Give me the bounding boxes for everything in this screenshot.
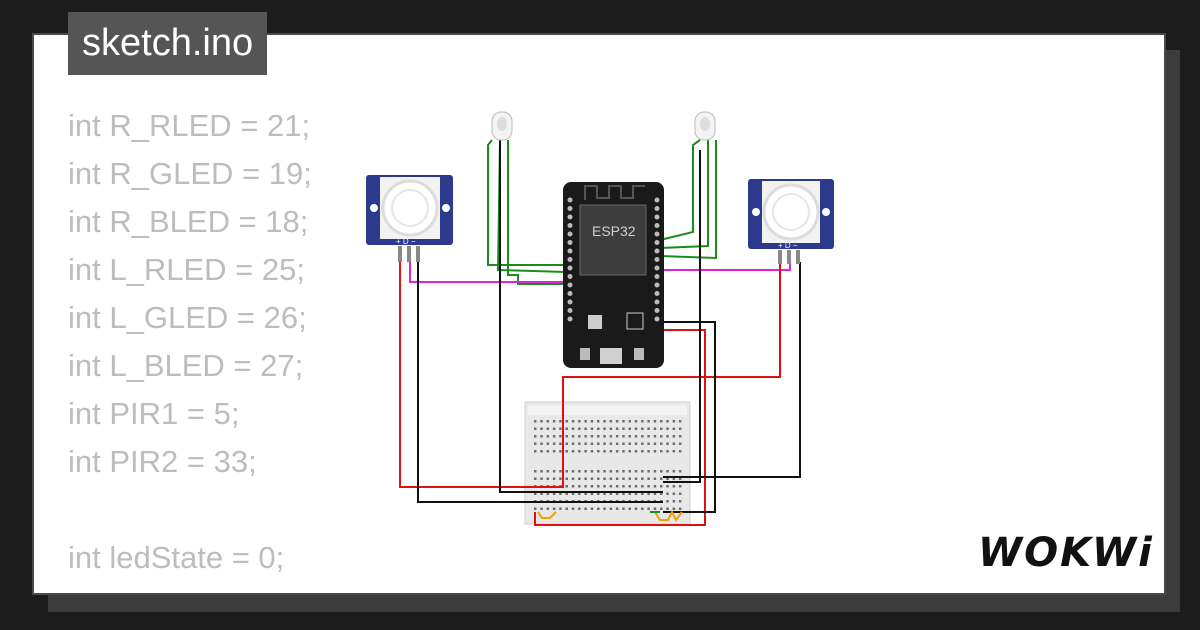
file-tab[interactable]: sketch.ino bbox=[68, 12, 268, 75]
esp32-board-icon: ESP32 bbox=[563, 182, 664, 368]
code-line: int R_RLED = 21; bbox=[68, 108, 311, 143]
code-line: int R_GLED = 19; bbox=[68, 156, 312, 191]
code-line: int ledState = 0; bbox=[68, 540, 285, 575]
pir-sensor-icon: + D − bbox=[366, 175, 453, 262]
pir-sensor-icon: + D − bbox=[748, 179, 834, 264]
code-preview: int R_RLED = 21; int R_GLED = 19; int R_BL… bbox=[68, 102, 312, 582]
rgb-led-icon bbox=[694, 111, 716, 141]
breadboard-icon bbox=[524, 401, 691, 525]
code-line: int PIR1 = 5; bbox=[68, 396, 240, 431]
svg-text:+ D −: + D − bbox=[396, 237, 416, 246]
wires bbox=[399, 139, 801, 526]
code-line: int PIR2 = 33; bbox=[68, 444, 257, 479]
svg-text:+ D −: + D − bbox=[778, 241, 798, 250]
wokwi-logo: WOKWi bbox=[978, 530, 1154, 576]
rgb-led-icon bbox=[491, 111, 513, 141]
svg-text:ESP32: ESP32 bbox=[592, 223, 636, 239]
code-line: int R_BLED = 18; bbox=[68, 204, 309, 239]
code-line: int L_GLED = 26; bbox=[68, 300, 307, 335]
code-line: int L_BLED = 27; bbox=[68, 348, 304, 383]
code-line: int L_RLED = 25; bbox=[68, 252, 305, 287]
